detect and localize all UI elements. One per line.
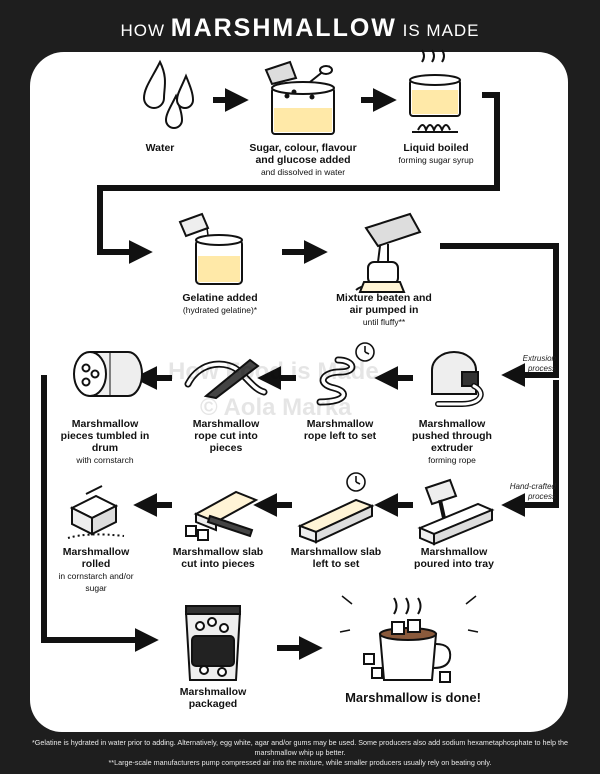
title-prefix: HOW	[120, 21, 166, 40]
setting-slab-icon	[297, 498, 375, 544]
step-arrows	[133, 88, 413, 660]
step-beaten: Mixture beaten and air pumped in until f…	[336, 292, 432, 328]
step-rolled-label: Marshmallow rolled	[62, 546, 130, 570]
step-gelatine: Gelatine added (hydrated gelatine)*	[170, 292, 270, 316]
footnote-1: *Gelatine is hydrated in water prior to …	[31, 738, 569, 757]
step-tray-label: Marshmallow poured into tray	[414, 546, 494, 570]
watermark-line2: © Aola Marka	[200, 394, 352, 421]
side-label-extrusion: Extrusion process	[522, 354, 556, 373]
title-main: MARSHMALLOW	[170, 14, 397, 42]
side-label-handcrafted: Hand-crafted process	[509, 482, 556, 501]
rope-cutting-icon	[184, 358, 268, 400]
clock-icon	[355, 342, 375, 362]
step-drum: Marshmallow pieces tumbled in drum with …	[60, 418, 150, 466]
gelatine-jug-icon	[178, 212, 243, 285]
step-tray: Marshmallow poured into tray	[412, 546, 496, 570]
footnotes: *Gelatine is hydrated in water prior to …	[20, 738, 580, 768]
step-beaten-sub: until fluffy**	[362, 317, 406, 327]
water-drops-icon	[142, 59, 195, 129]
tumbling-drum-icon	[73, 351, 143, 397]
sparkle-icons	[339, 595, 479, 633]
step-packaged-label: Marshmallow packaged	[179, 686, 247, 710]
step-slab-set-label: Marshmallow slab left to set	[290, 546, 382, 570]
step-rolled: Marshmallow rolled in cornstarch and/or …	[56, 546, 136, 594]
hand-mixer-icon	[355, 212, 422, 293]
boiling-pot-icon	[409, 49, 461, 134]
clock-icon	[346, 472, 366, 492]
step-drum-label: Marshmallow pieces tumbled in drum	[60, 418, 150, 454]
step-rope-cut-label: Marshmallow rope cut into pieces	[192, 418, 260, 454]
hot-chocolate-mug-icon	[363, 597, 452, 683]
step-sugar-label: Sugar, colour, flavour and glucose added	[249, 142, 357, 166]
step-slab-cut: Marshmallow slab cut into pieces	[168, 546, 268, 570]
title-suffix: IS MADE	[402, 21, 480, 40]
step-rope-set: Marshmallow rope left to set	[300, 418, 380, 442]
step-rope-set-label: Marshmallow rope left to set	[303, 418, 377, 442]
rolled-cubes-icon	[67, 485, 125, 539]
step-gelatine-label: Gelatine added	[182, 292, 258, 304]
step-drum-sub: with cornstarch	[76, 455, 134, 465]
step-extruder-sub: forming rope	[428, 455, 476, 465]
step-extruder: Marshmallow pushed through extruder form…	[412, 418, 492, 466]
step-boil-label: Liquid boiled	[403, 142, 469, 154]
connector-lines	[41, 92, 559, 652]
step-beaten-label: Mixture beaten and air pumped in	[336, 292, 432, 316]
page-title: HOW MARSHMALLOW IS MADE	[0, 14, 600, 43]
done-label: Marshmallow is done!	[345, 690, 481, 705]
extruder-icon	[431, 351, 484, 407]
rope-setting-icon	[316, 356, 356, 406]
step-extruder-label: Marshmallow pushed through extruder	[412, 418, 492, 454]
step-sugar-sub: and dissolved in water	[260, 167, 346, 177]
watermark-line1: How Food is Made	[168, 358, 379, 385]
step-water: Water	[120, 142, 200, 154]
step-sugar: Sugar, colour, flavour and glucose added…	[240, 142, 366, 178]
cutting-slab-icon	[185, 490, 259, 541]
marshmallow-bag-icon	[184, 605, 242, 681]
footnote-2: **Large-scale manufacturers pump compres…	[108, 758, 492, 767]
step-gelatine-sub: (hydrated gelatine)*	[182, 305, 258, 315]
step-slab-cut-label: Marshmallow slab cut into pieces	[172, 546, 264, 570]
pot-with-ingredients-icon	[264, 60, 335, 135]
step-boil-sub: forming sugar syrup	[398, 155, 474, 165]
step-rolled-sub: in cornstarch and/or sugar	[58, 571, 134, 593]
step-packaged: Marshmallow packaged	[168, 686, 258, 710]
step-slab-set: Marshmallow slab left to set	[286, 546, 386, 570]
pouring-tray-icon	[417, 478, 495, 546]
step-rope-cut: Marshmallow rope cut into pieces	[184, 418, 268, 454]
step-water-label: Water	[145, 142, 175, 154]
step-boil: Liquid boiled forming sugar syrup	[388, 142, 484, 166]
